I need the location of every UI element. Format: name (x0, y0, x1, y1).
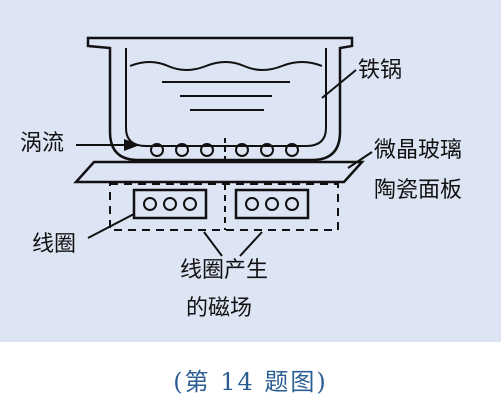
pot-label: 铁锅 (358, 58, 403, 83)
field-leader-left (203, 231, 223, 257)
plate-leader (347, 151, 373, 169)
eddy-current-label: 涡流 (20, 131, 65, 156)
ceramic-plate (73, 160, 365, 184)
coil-label: 线圈 (32, 232, 77, 257)
eddy-circle (175, 143, 189, 157)
field-leader-right (239, 231, 263, 257)
coil-left (132, 188, 208, 220)
induction-cooker-diagram (73, 36, 373, 257)
coil-right (234, 188, 310, 220)
field-label-line1: 线圈产生 (180, 258, 269, 283)
eddy-circle (150, 143, 164, 157)
coil-leader (87, 213, 135, 239)
pot-inner (125, 48, 327, 147)
diagram-panel (0, 0, 501, 342)
eddy-circle (260, 143, 274, 157)
water-surface (129, 61, 323, 71)
eddy-circle (200, 143, 214, 157)
plate-label-line1: 微晶玻璃 (374, 138, 463, 163)
figure-caption: (第 14 题图) (173, 368, 328, 396)
pot-outer (86, 36, 354, 162)
eddy-circle (235, 143, 249, 157)
pot-leader (321, 69, 357, 99)
eddy-circle (285, 143, 299, 157)
eddy-arrow-head (124, 139, 140, 151)
field-label-line2: 的磁场 (186, 296, 253, 321)
plate-label-line2: 陶瓷面板 (374, 178, 463, 203)
